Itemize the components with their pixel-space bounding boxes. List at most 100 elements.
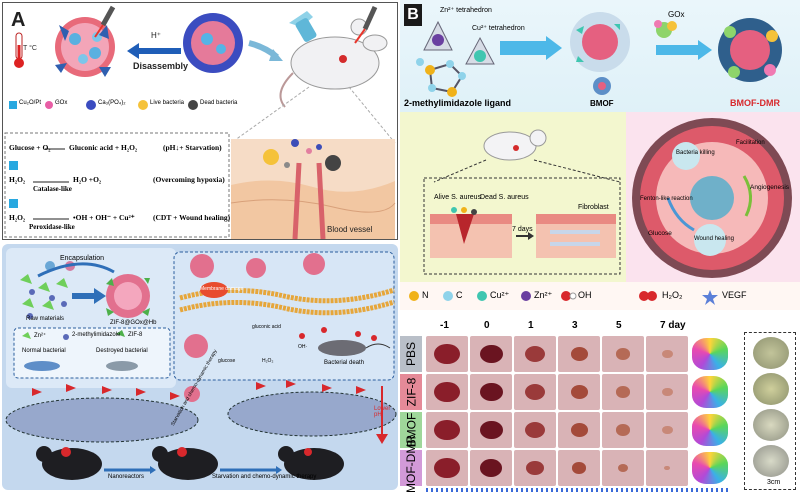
reaction-1-left: Glucose + O₂ <box>9 143 51 152</box>
wound-photo <box>646 412 688 448</box>
reaction-1-note: (pH↓+ Starvation) <box>163 143 222 152</box>
wound-area-map <box>692 452 728 484</box>
wound-photo <box>602 336 644 372</box>
reaction-1-right: Gluconic acid + H₂O₂ <box>69 143 138 152</box>
bmof-icon <box>570 12 630 72</box>
panel-a-label: A <box>11 9 26 31</box>
wound-photo <box>558 336 600 372</box>
wound-spot <box>479 420 503 440</box>
group-label: BMOF <box>400 412 422 448</box>
cu-tetra-label: Cu²⁺ tetrahedron <box>472 25 525 32</box>
legend-zn: Zn²⁺ <box>534 290 553 300</box>
normal-bacteria-icon <box>24 361 60 371</box>
destroyed-bacteria-icon <box>106 361 138 371</box>
vegf-icon <box>702 290 718 305</box>
wound-mechanism-icon <box>632 118 792 278</box>
legend-oh: OH <box>578 290 592 300</box>
gluconic-label: gluconic acid <box>252 324 281 330</box>
legend-band <box>400 282 800 310</box>
angiogenesis-label: Angiogenesis <box>750 184 790 191</box>
group-name: BMOF-DMR <box>404 435 418 492</box>
panel-a-illustration <box>4 5 396 239</box>
day-label: 1 <box>528 320 534 331</box>
bmof-dmr-icon <box>718 18 782 82</box>
wound-spot <box>618 464 628 472</box>
healed-skin-icon <box>536 214 616 258</box>
wound-spot <box>570 347 588 361</box>
product-label: ZIF-8@GOx@Hb <box>110 320 157 326</box>
wound-photo <box>426 450 468 486</box>
mim-legend-label: 2-methylimidazole <box>72 332 121 338</box>
wound-photo <box>426 412 468 448</box>
scale-bar-label: 3cm <box>767 479 781 486</box>
panel-c: C <box>2 244 398 490</box>
reaction-3-right: •OH + OH⁻ + Cu²⁺ <box>73 213 135 222</box>
days7-label: 7 days <box>512 226 533 233</box>
group-label: BMOF-DMR <box>400 435 422 492</box>
wound-spot <box>434 343 460 365</box>
bmof-small-icon <box>593 77 611 95</box>
day-label: 0 <box>484 320 490 331</box>
wound-photo <box>646 374 688 410</box>
wound-spot <box>479 344 503 364</box>
gox-label: GOx <box>668 10 685 19</box>
oh-icon <box>561 291 577 301</box>
spray-bottle-icon <box>289 11 317 42</box>
cube-icon <box>9 101 17 109</box>
day-label: 7 day <box>660 320 686 331</box>
h2o2-icon <box>639 291 657 301</box>
nanoreactors-label: Nanoreactors <box>108 474 145 480</box>
wound-area-map <box>692 376 728 408</box>
fenton-label: Fenton-like reaction <box>640 196 693 202</box>
legend-live-bacteria: Live bacteria <box>150 100 185 106</box>
day-label: -1 <box>440 320 449 331</box>
legend-vegf: VEGF <box>722 290 747 300</box>
tissue-treatment-icon <box>5 380 397 443</box>
wound-photo <box>514 450 556 486</box>
wound-photo <box>470 450 512 486</box>
gox-icon <box>45 101 53 109</box>
nanoreactor-small-icon <box>184 386 200 402</box>
reaction-3-note: (CDT + Wound healing) <box>153 213 231 222</box>
plate-bmof-dmr <box>753 445 789 477</box>
oh-label-c: OH· <box>298 344 308 350</box>
temperature-label: T °C <box>23 45 37 52</box>
mouse-icon-3 <box>278 446 344 480</box>
wound-photo <box>602 450 644 486</box>
starvation-label: Starvation and chemo-dynamic therapy <box>212 474 317 480</box>
alive-label: Alive S. aureus <box>434 194 482 201</box>
wound-spot <box>616 348 630 360</box>
ruler-strip <box>426 488 730 492</box>
wound-spot <box>434 419 460 441</box>
zn-tetra-label: Zn²⁺ tetrahedron <box>440 7 492 14</box>
legend-c: C <box>456 290 463 300</box>
c-atom-icon <box>443 291 453 301</box>
raw-materials-label: Raw materials <box>26 316 65 322</box>
destroyed-bact-label: Destroyed bacterial <box>96 348 148 354</box>
day-label: 3 <box>572 320 578 331</box>
zn-atom-icon <box>521 291 531 301</box>
legend-capsule: Ca₃(PO₄)₂ <box>98 100 126 106</box>
zn-legend-label: Zn²⁺ <box>34 333 47 339</box>
reaction-2-right: H₂O +O₂ <box>73 175 102 184</box>
panel-b: B <box>400 0 800 310</box>
bacteria-killing-label: Bacteria killing <box>676 150 715 156</box>
reaction-2-left: H₂O₂ <box>9 175 26 184</box>
fibroblast-label: Fibroblast <box>578 204 609 211</box>
mim-molecule-icon <box>27 289 67 319</box>
legend-cu2o-pt: Cu₂O/Pt <box>19 100 42 106</box>
wound-area-map <box>692 414 728 446</box>
wound-photo <box>646 336 688 372</box>
group-label: PBS <box>400 336 422 372</box>
encapsulation-label: Encapsulation <box>60 255 104 262</box>
wound-spot <box>570 385 588 399</box>
wound-photo <box>558 374 600 410</box>
wound-healing-label: Wound healing <box>694 236 734 242</box>
panel-b-illustration <box>409 12 792 305</box>
facilitation-label: Facilitation <box>736 140 765 146</box>
wound-photo <box>470 374 512 410</box>
panel-a: A <box>2 2 398 240</box>
thermometer-icon <box>14 32 24 68</box>
plate-pbs <box>753 337 789 369</box>
wound-spot <box>525 346 545 362</box>
